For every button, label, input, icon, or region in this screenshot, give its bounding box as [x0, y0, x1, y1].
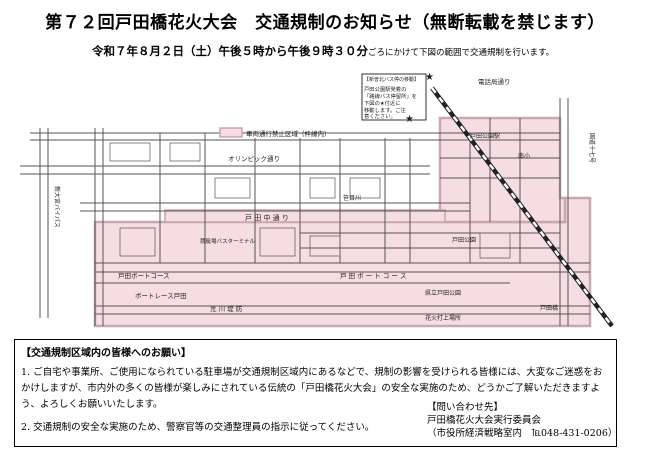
road-network: [20, 98, 590, 326]
callout-line-3: 下図の★付近に: [364, 99, 401, 107]
callout-title: 【新曽北バス停の移動】: [364, 76, 419, 83]
star-icon: ★: [405, 114, 414, 125]
contact-block: 【問い合わせ先】 戸田橋花火大会実行委員会 （市役所経済戦略室内 ℡048-43…: [427, 401, 617, 440]
notice-box: 【交通規制区域内の皆様へのお願い】 1. ご自宅や事業所、ご使用になられている駐…: [14, 339, 617, 447]
building-blocks: [109, 142, 511, 259]
contact-office: （市役所経済戦略室内 ℡048-431-0206）: [427, 428, 618, 439]
callout-line-2: 「路線バス停留所」を: [364, 92, 417, 100]
callout-line-4: 移動します。ご注: [364, 106, 407, 114]
label-fireworks-launch: 花火打上場所: [425, 314, 461, 322]
label-bus-terminal: 競艇場バスターミナル: [200, 237, 256, 245]
traffic-map: 車両通行禁止区域（枠線内） 【新曽北バス停の移動】 戸田公園駅発着の 「路線バス…: [20, 72, 614, 328]
label-kenritsu-park: 県立戸田公園: [425, 289, 461, 297]
contact-title: 【問い合わせ先】: [427, 402, 504, 413]
label-shin-omiya-bypass: 新大宮バイパス: [53, 186, 61, 228]
callout-line-5: 意ください。: [364, 112, 396, 120]
restricted-zone-station: [438, 116, 567, 224]
label-minami-school: 南小: [518, 152, 530, 160]
notice-paragraph-2: 2. 交通規制の安全な実施のため、警察官等の交通整理員の指示に従ってください。: [21, 422, 375, 433]
bus-stop-callout: [361, 73, 427, 121]
label-dentsu-street: 電話局通り: [478, 77, 511, 86]
label-sasame-river: 笹目川: [343, 194, 361, 202]
page-title: 第７２回戸田橋花火大会 交通規制のお知らせ（無断転載を禁じます）: [45, 13, 605, 33]
label-boatcourse-left: 戸田ボートコース: [118, 272, 170, 280]
notice-heading: 【交通規制区域内の皆様へのお願い】: [21, 348, 191, 359]
label-arakawa-levee: 荒 川 堤 防: [210, 304, 243, 313]
label-route17: 国道十七号: [588, 133, 596, 163]
label-nakamachi-street: 戸 田 中 通 り: [245, 213, 289, 222]
legend-label: 車両通行禁止区域（枠線内）: [246, 129, 331, 138]
schedule-line: 令和７年８月２日（土）午後５時から午後９時３０分ごろにかけて下図の範囲で交通規制…: [92, 40, 554, 59]
schedule-tail: ごろにかけて下図の範囲で交通規制を行います。: [368, 48, 555, 58]
callout-line-1: 戸田公園駅発着の: [364, 85, 406, 93]
label-todabashi: 戸田橋: [540, 304, 558, 312]
contact-org: 戸田橋花火大会実行委員会: [427, 415, 542, 426]
label-toda-koen: 戸田公園: [452, 237, 476, 244]
restricted-zone-nakamachi: [164, 209, 446, 223]
star-icon: ★: [425, 72, 434, 83]
label-boatrace: ボートレース戸田: [135, 292, 187, 300]
schedule-datetime: 令和７年８月２日（土）午後５時から午後９時３０分: [92, 44, 368, 58]
label-toda-park-station: 戸田公園駅: [470, 133, 500, 140]
railway-line: [430, 86, 614, 328]
legend-swatch: [219, 127, 243, 138]
notice-paragraph-1: 1. ご自宅や事業所、ご使用になられている駐車場が交通規制区域内にあるなどで、規…: [21, 367, 603, 410]
label-boatcourse-right: 戸 田 ボ ー ト コ ー ス: [340, 272, 406, 280]
label-olympic-street: オリンピック通り: [228, 154, 280, 163]
